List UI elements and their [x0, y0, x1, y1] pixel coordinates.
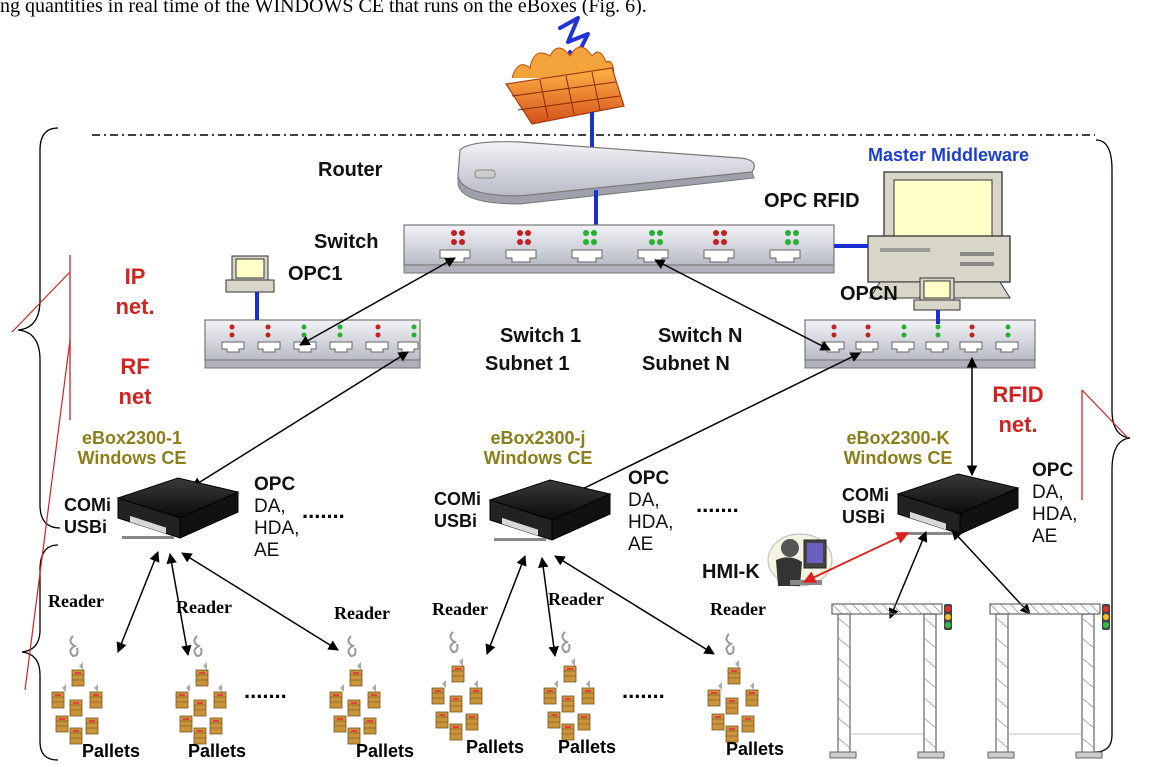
ebox1-ae: AE	[254, 540, 280, 561]
eboxj-os: Windows CE	[483, 448, 593, 468]
pallet-group-4	[432, 632, 482, 740]
pallets-label-4: Pallets	[466, 737, 525, 757]
subnet1-label: Subnet 1	[485, 353, 570, 375]
eboxk-opc: OPC DA, HDA, AE	[1032, 460, 1077, 548]
eboxk-title: eBox2300-K Windows CE	[838, 428, 958, 468]
pallets-label-1: Pallets	[82, 741, 141, 761]
dots-2: .......	[696, 492, 739, 517]
eboxk-usb: USBi	[842, 507, 886, 527]
rf-label: RF net	[110, 352, 160, 412]
eboxk-com: COMi	[842, 485, 889, 505]
ebox1-name: eBox2300-1	[81, 428, 183, 448]
eboxk-opc-title: OPC	[1032, 460, 1074, 481]
dots-3: .......	[244, 678, 287, 703]
pallet-group-5	[544, 632, 594, 740]
reader-label-4: Reader	[432, 599, 488, 619]
ebox1-opc: OPC DA, HDA, AE	[254, 474, 299, 562]
ebox-k-icon	[897, 473, 1019, 536]
ebox1-ports: COMi USBi	[64, 494, 111, 538]
master-middleware-label: Master Middleware	[868, 145, 1030, 165]
eboxk-ae: AE	[1032, 526, 1058, 547]
ebox1-opc-title: OPC	[254, 474, 296, 495]
eboxj-usb: USBi	[434, 511, 478, 531]
caption-text: ng quantities in real time of the WINDOW…	[0, 0, 647, 17]
pallet-group-6	[708, 634, 758, 742]
reader-label-5: Reader	[548, 589, 604, 609]
eboxk-ports: COMi USBi	[842, 484, 889, 528]
opc-rfid-label: OPC RFID	[764, 190, 860, 212]
subnet1-switch-icon	[204, 319, 421, 369]
pallets-label-3: Pallets	[356, 741, 415, 761]
eboxj-com: COMi	[434, 489, 481, 509]
main-switch-icon	[403, 224, 835, 274]
rfid-portal-1	[829, 603, 953, 759]
reader-label-1: Reader	[48, 591, 104, 611]
switchn-label: Switch N	[658, 325, 743, 347]
eboxj-ae: AE	[628, 534, 654, 555]
ebox-1-icon	[117, 477, 239, 540]
rfid-text: RFID	[992, 382, 1044, 407]
pallets-label-2: Pallets	[188, 741, 247, 761]
firewall-icon	[504, 46, 625, 125]
dots-1: .......	[302, 498, 345, 523]
rfid-label: RFID net.	[988, 380, 1048, 440]
ebox1-com: COMi	[64, 495, 111, 515]
eboxk-da: DA,	[1032, 482, 1064, 503]
ip-text: IP	[124, 264, 146, 289]
reader-label-2: Reader	[176, 597, 232, 617]
eboxj-hda: HDA,	[628, 512, 674, 533]
master-pc-icon	[867, 171, 1011, 299]
eboxj-opc-title: OPC	[628, 468, 670, 489]
reader-label-3: Reader	[334, 603, 390, 623]
ebox1-da: DA,	[254, 496, 286, 517]
reader-label-6: Reader	[710, 599, 766, 619]
ebox-j-icon	[489, 479, 611, 542]
opcn-pc-icon	[913, 277, 961, 311]
subnetn-switch-icon	[804, 319, 1036, 369]
eboxj-title: eBox2300-j Windows CE	[478, 428, 598, 468]
ebox1-hda: HDA,	[254, 518, 300, 539]
ip-label: IP net.	[110, 262, 160, 322]
pallets-label-6: Pallets	[726, 739, 785, 759]
switch1-label: Switch 1	[500, 325, 582, 347]
pallet-group-2	[176, 636, 226, 744]
pallet-group-3	[330, 636, 380, 744]
pallet-group-1	[52, 636, 102, 744]
eboxk-os: Windows CE	[843, 448, 953, 468]
opcn-label: OPCN	[840, 283, 898, 305]
pallets-label-5: Pallets	[558, 737, 617, 757]
eboxk-name: eBox2300-K	[846, 428, 950, 448]
dots-4: .......	[622, 678, 665, 703]
rfid-portal-2	[987, 603, 1111, 759]
ebox1-os: Windows CE	[77, 448, 187, 468]
opc1-label: OPC1	[288, 263, 343, 285]
switch-label: Switch	[314, 231, 379, 253]
router-icon	[457, 141, 755, 205]
ip-net-text: net.	[115, 294, 155, 319]
rf-text: RF	[120, 354, 150, 379]
subnetn-label: Subnet N	[642, 353, 730, 375]
eboxj-name: eBox2300-j	[490, 428, 586, 448]
opc1-pc-icon	[225, 255, 275, 293]
hmi-label: HMI-K	[702, 561, 760, 583]
rf-net-text: net	[118, 384, 152, 409]
router-label: Router	[318, 159, 383, 181]
eboxk-hda: HDA,	[1032, 504, 1078, 525]
eboxj-ports: COMi USBi	[434, 488, 481, 532]
eboxj-opc: OPC DA, HDA, AE	[628, 468, 673, 556]
ebox1-title: eBox2300-1 Windows CE	[72, 428, 192, 468]
rfid-net-text: net.	[998, 412, 1038, 437]
ebox1-usb: USBi	[64, 517, 108, 537]
eboxj-da: DA,	[628, 490, 660, 511]
hmi-operator-icon	[767, 533, 833, 587]
